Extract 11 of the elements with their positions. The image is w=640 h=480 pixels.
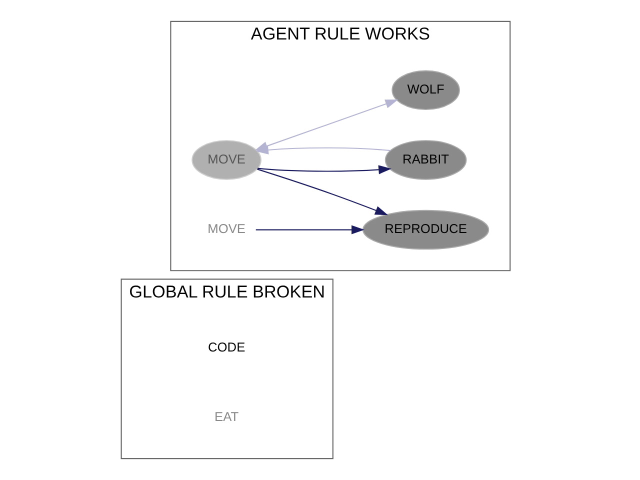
arrow	[257, 168, 388, 216]
arrow	[258, 165, 392, 174]
arrow	[254, 100, 398, 150]
node-ellipse: MOVE	[192, 140, 262, 180]
node-text: EAT	[214, 409, 239, 424]
node-ellipse: RABBIT	[384, 140, 467, 180]
node-ellipse: REPRODUCE	[362, 210, 490, 250]
node-ellipse: WOLF	[392, 70, 460, 110]
arrow	[256, 225, 364, 234]
node-text: MOVE	[208, 221, 246, 236]
node-text: CODE	[208, 339, 246, 354]
